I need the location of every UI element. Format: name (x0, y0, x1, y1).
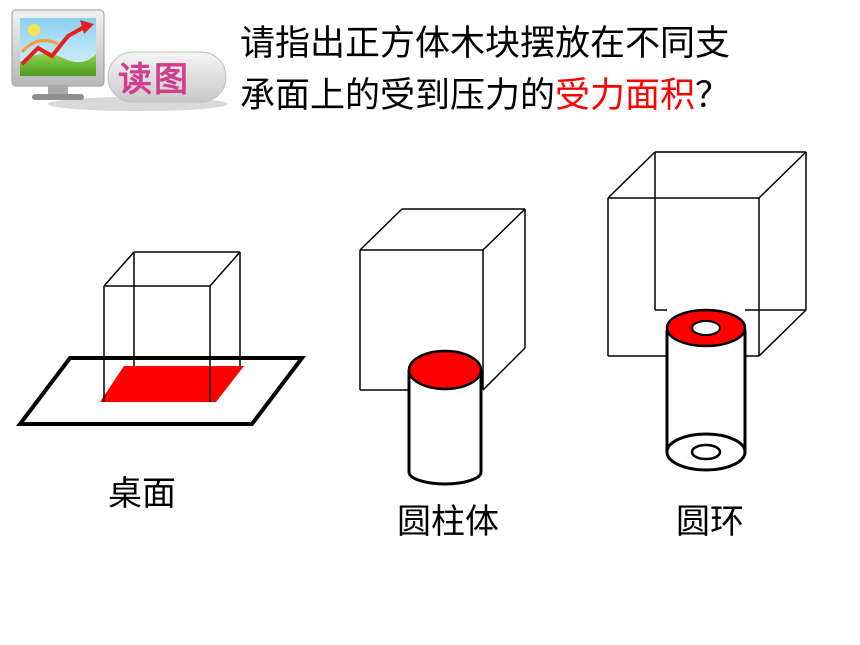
question-line-1: 请指出正方体木块摆放在不同支 (240, 24, 731, 64)
contact-area-cylinder (407, 349, 483, 391)
ring-top-hole (691, 320, 721, 336)
monitor-chart-icon (11, 9, 228, 111)
ring-bottom-hole (690, 443, 722, 461)
ring-tube (665, 330, 747, 472)
cube-on-ring-illustration (607, 151, 807, 472)
question-highlight: 受力面积 (555, 76, 696, 116)
cube-on-cylinder-illustration (359, 208, 526, 486)
question-line-2-suffix: ？ (695, 76, 731, 116)
cylinder (407, 370, 483, 486)
caption-table: 桌面 (108, 474, 176, 514)
cube-small (103, 251, 241, 402)
caption-ring: 圆环 (676, 502, 744, 542)
question-text: 请指出正方体木块摆放在不同支 承面上的受到压力的受力面积？ (240, 18, 840, 122)
cube-medium (359, 208, 526, 391)
contact-area-table (100, 366, 244, 402)
cube-large (607, 151, 807, 357)
question-line-2: 承面上的受到压力的受力面积？ (240, 70, 840, 122)
question-line-2-prefix: 承面上的受到压力的 (240, 76, 556, 116)
logo-label: 读图 (118, 60, 190, 100)
read-figure-logo (8, 4, 228, 114)
cube-on-table-illustration (15, 251, 307, 426)
caption-cylinder: 圆柱体 (397, 502, 499, 542)
